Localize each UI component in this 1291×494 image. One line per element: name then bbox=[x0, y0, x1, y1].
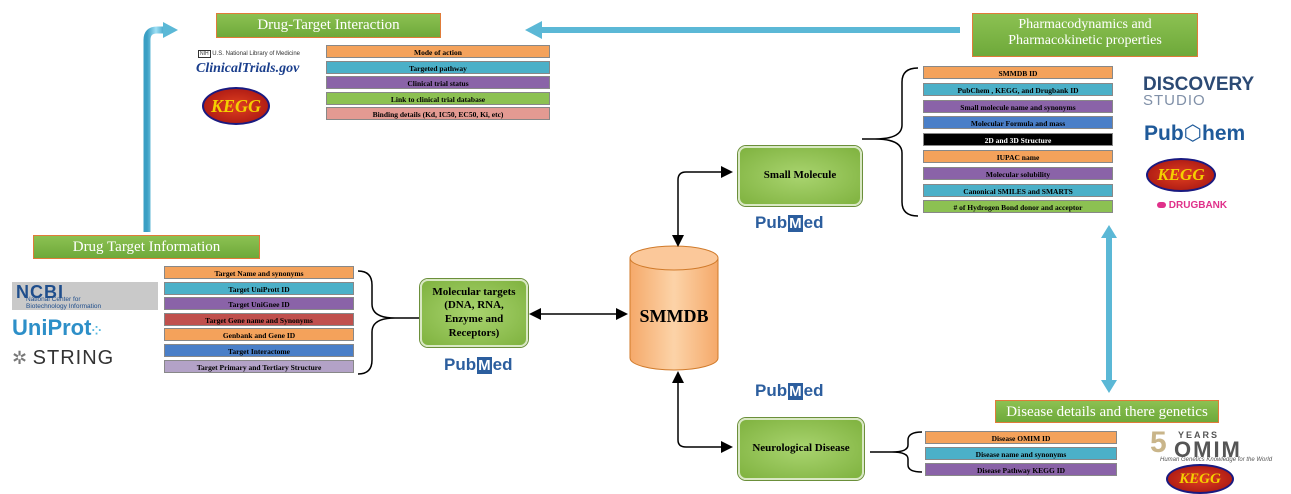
nlm-logo: NIH U.S. National Library of Medicine bbox=[198, 50, 301, 58]
clinicaltrials-logo: ClinicalTrials.gov bbox=[196, 61, 300, 76]
small-molecule-bar-3: Molecular Formula and mass bbox=[923, 116, 1113, 130]
header-drug-target-interaction: Drug-Target Interaction bbox=[216, 13, 441, 38]
interaction-bar-3: Link to clinical trial database bbox=[326, 91, 550, 105]
small-molecule-bar-7: Canonical SMILES and SMARTS bbox=[923, 183, 1113, 197]
target-bar-3: Target Gene name and Synonyms bbox=[164, 312, 354, 326]
uniprot-logo: UniProt⁘ bbox=[12, 315, 102, 340]
omim-logo: 5 YEARS OMIM Human Genetics Knowledge fo… bbox=[1150, 426, 1273, 464]
blue-arrow-up bbox=[143, 22, 178, 232]
braces bbox=[357, 67, 923, 473]
disease-bar-2: Disease Pathway KEGG ID bbox=[925, 463, 1117, 476]
blue-double-arrow bbox=[1101, 225, 1117, 393]
header-pharmaco: Pharmacodynamics and Pharmacokinetic pro… bbox=[972, 13, 1198, 57]
interaction-bar-2: Clinical trial status bbox=[326, 76, 550, 89]
smmdb-cylinder bbox=[629, 245, 719, 371]
small-molecule-bar-4: 2D and 3D Structure bbox=[923, 133, 1113, 147]
kegg-logo-interaction: KEGG bbox=[202, 87, 270, 125]
small-molecule-bar-1: PubChem , KEGG, and Drugbank ID bbox=[923, 82, 1113, 96]
drugbank-pill-icon bbox=[1157, 202, 1166, 208]
node-molecular-targets: Molecular targets (DNA, RNA, Enzyme and … bbox=[420, 279, 528, 347]
connectors bbox=[529, 166, 733, 453]
string-logo: ✲ STRING bbox=[12, 347, 115, 369]
drugbank-logo: DRUGBANK bbox=[1157, 200, 1227, 211]
small-molecule-bar-2: Small molecule name and synonyms bbox=[923, 99, 1113, 113]
header-drug-target-information: Drug Target Information bbox=[33, 235, 260, 259]
disease-bar-1: Disease name and synonyms bbox=[925, 447, 1117, 460]
disease-bar-0: Disease OMIM ID bbox=[925, 431, 1117, 444]
ncbi-logo: NCBI National Center for Biotechnology I… bbox=[12, 282, 158, 310]
target-bar-2: Target UniGnee ID bbox=[164, 297, 354, 311]
target-bar-0: Target Name and synonyms bbox=[164, 266, 354, 279]
small-molecule-bar-5: IUPAC name bbox=[923, 150, 1113, 163]
node-small-molecule: Small Molecule bbox=[738, 146, 862, 206]
interaction-bar-1: Targeted pathway bbox=[326, 60, 550, 74]
node-neurological-disease: Neurological Disease bbox=[738, 418, 864, 480]
target-bar-6: Target Primary and Tertiary Structure bbox=[164, 359, 354, 373]
interaction-bar-4: Binding details (Kd, IC50, EC50, Ki, etc… bbox=[326, 107, 550, 120]
uniprot-dots-icon: ⁘ bbox=[91, 324, 102, 338]
pubchem-hexagon-icon: ⬡ bbox=[1183, 122, 1203, 145]
small-molecule-bar-6: Molecular solubility bbox=[923, 166, 1113, 180]
blue-arrow-left bbox=[525, 21, 960, 39]
small-molecule-bar-0: SMMDB ID bbox=[923, 66, 1113, 79]
kegg-logo-disease: KEGG bbox=[1166, 464, 1234, 494]
discovery-studio-logo: DISCOVERY STUDIO bbox=[1143, 74, 1255, 109]
target-bar-5: Target Interactome bbox=[164, 344, 354, 357]
center-label: SMMDB bbox=[640, 306, 709, 326]
small-molecule-bar-8: # of Hydrogen Bond donor and acceptor bbox=[923, 200, 1113, 214]
target-bar-4: Genbank and Gene ID bbox=[164, 328, 354, 342]
interaction-bar-0: Mode of action bbox=[326, 45, 550, 58]
string-network-icon: ✲ bbox=[12, 348, 28, 368]
pubchem-logo: Pub⬡hem bbox=[1144, 122, 1246, 145]
kegg-logo-small-molecule: KEGG bbox=[1146, 158, 1216, 192]
header-disease-details: Disease details and there genetics bbox=[995, 400, 1219, 423]
target-bar-1: Target UniPrott ID bbox=[164, 281, 354, 295]
